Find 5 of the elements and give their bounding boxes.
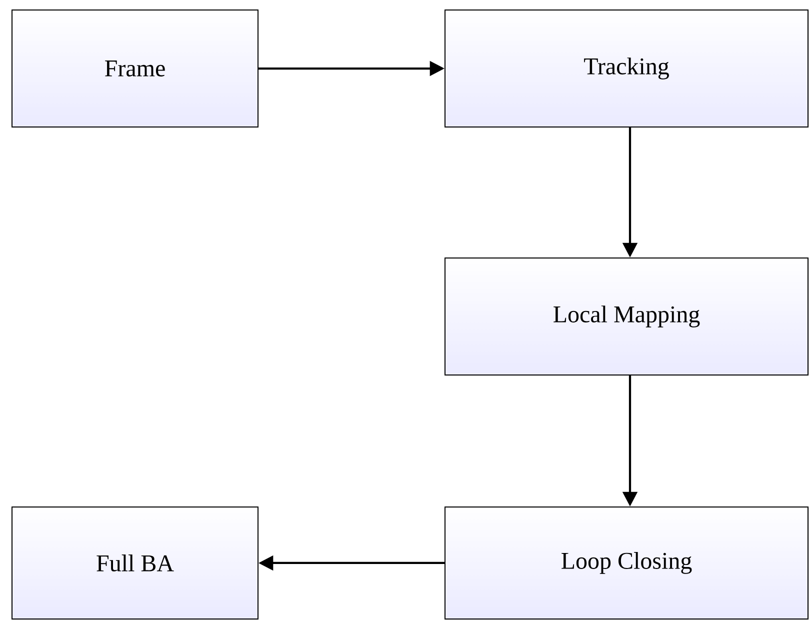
- process-box: Loop Closing: [444, 506, 809, 620]
- process-box: Local Mapping: [444, 258, 809, 376]
- process-box: Frame: [12, 10, 258, 128]
- process-box: Tracking: [444, 10, 809, 128]
- process-box: Full BA: [12, 506, 258, 620]
